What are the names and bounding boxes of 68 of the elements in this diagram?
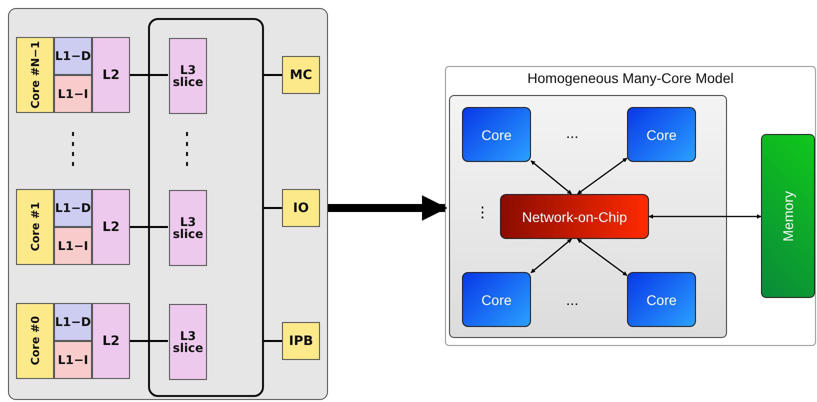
network-box — [500, 194, 649, 239]
ellipsis-text: ... — [566, 292, 579, 309]
arrow — [577, 238, 628, 276]
io-block — [282, 56, 320, 94]
block-label: L2 — [102, 68, 120, 82]
connector-line — [130, 226, 168, 228]
block-label: Core — [481, 292, 512, 308]
block-label: Core — [646, 126, 677, 142]
cache-slice — [169, 190, 207, 266]
arrow — [577, 158, 628, 195]
panel-title: Homogeneous Many-Core Model — [526, 70, 735, 86]
block-label: L3 slice — [172, 330, 204, 354]
chip-panel — [8, 8, 328, 400]
ring-interconnect — [148, 18, 264, 397]
block-label: MC — [290, 68, 312, 82]
block-label: Core #N−1 — [28, 41, 42, 109]
block-label: Core — [481, 126, 512, 142]
block-label: L1−D — [55, 315, 92, 329]
connector-line — [264, 207, 282, 209]
block-label: L1−D — [55, 201, 92, 215]
block-label: Core #0 — [28, 316, 42, 366]
block-label: L2 — [102, 334, 120, 348]
connector-line — [130, 74, 168, 76]
cache-block — [54, 75, 92, 113]
block-label: Network-on-Chip — [522, 208, 628, 224]
arrow — [648, 214, 762, 219]
ellipsis-text: ⋮ — [475, 203, 490, 221]
block-label: L3 slice — [172, 64, 204, 88]
block-label: L1−I — [58, 353, 88, 367]
block-label: L3 slice — [172, 216, 204, 240]
connector-line — [264, 340, 282, 342]
cache-block — [54, 341, 92, 379]
connector-line — [130, 340, 168, 342]
chip-area — [449, 95, 727, 338]
block-label: IO — [293, 200, 309, 216]
cache-slice — [169, 304, 207, 380]
block-label: Memory — [780, 190, 796, 242]
block-label: L1−I — [58, 239, 88, 253]
cache-block — [54, 37, 92, 75]
cache-block — [92, 303, 130, 379]
core-box — [462, 272, 531, 327]
arrow — [530, 238, 572, 274]
io-block — [282, 322, 320, 360]
core-block — [16, 303, 54, 379]
block-label: L1−I — [58, 87, 88, 101]
core-box — [627, 107, 696, 162]
core-box — [462, 107, 531, 162]
core-block — [16, 189, 54, 265]
ellipsis-text: ... — [566, 125, 579, 142]
cache-block — [54, 189, 92, 227]
connector-line — [264, 74, 282, 76]
memory-box — [761, 134, 815, 298]
cache-slice — [169, 38, 207, 114]
cache-block — [92, 189, 130, 265]
core-block — [16, 37, 54, 113]
cache-block — [54, 227, 92, 265]
block-label: IPB — [288, 334, 314, 348]
block-label: Core — [646, 292, 677, 308]
arrow — [530, 160, 572, 194]
cache-block — [92, 37, 130, 113]
cache-block — [54, 303, 92, 341]
core-box — [627, 272, 696, 327]
block-label: L1−D — [55, 49, 92, 63]
block-label: Core #1 — [28, 202, 42, 252]
model-panel — [445, 66, 816, 346]
arrow — [328, 195, 448, 221]
io-block — [282, 189, 320, 227]
block-label: L2 — [102, 220, 120, 234]
